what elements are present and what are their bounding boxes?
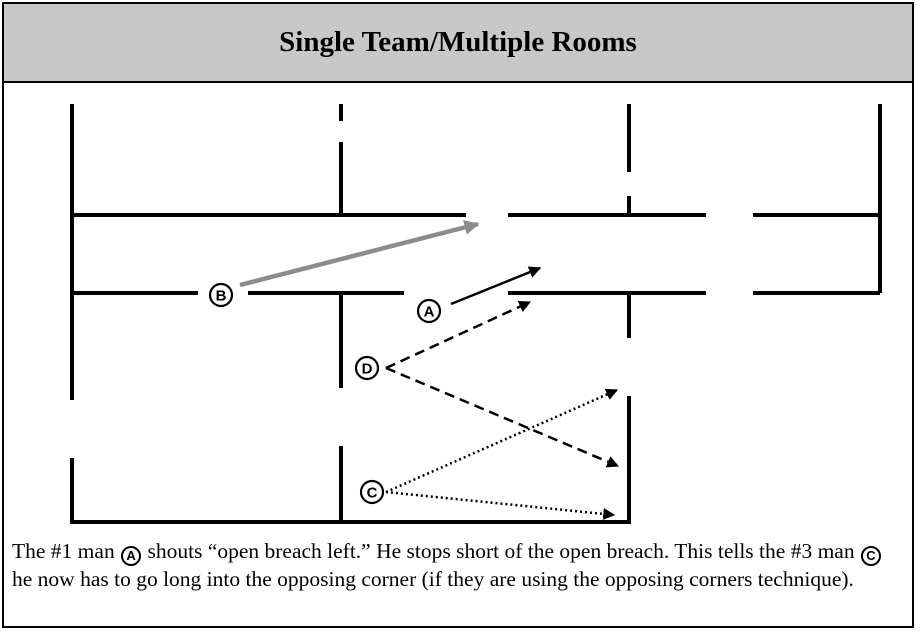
arrow-b-path [239, 220, 480, 288]
diagram-title: Single Team/Multiple Rooms [279, 26, 637, 58]
arrow-c-path-upper [385, 388, 619, 494]
inline-marker-c: C [860, 546, 881, 566]
header-bar: Single Team/Multiple Rooms [4, 4, 912, 83]
caption-part-1: The #1 man [12, 539, 121, 563]
marker-b: B [208, 282, 234, 308]
caption-part-2: shouts “open breach left.” He stops shor… [142, 539, 860, 563]
marker-d: D [354, 355, 380, 381]
marker-d-label: D [362, 361, 373, 378]
inline-marker-a: A [121, 546, 142, 566]
marker-c: C [359, 479, 385, 505]
marker-b-label: B [216, 288, 227, 305]
arrow-d-path-upper [385, 300, 532, 370]
marker-a-label: A [424, 304, 435, 321]
marker-c-label: C [367, 485, 378, 502]
marker-a: A [416, 298, 442, 324]
arrow-d-path-lower [385, 366, 620, 468]
arrow-a-path [450, 266, 542, 306]
walls [70, 104, 882, 524]
arrow-c-path-lower [385, 490, 616, 520]
caption-text: The #1 man A shouts “open breach left.” … [12, 538, 900, 592]
caption-part-3: he now has to go long into the opposing … [12, 567, 854, 591]
